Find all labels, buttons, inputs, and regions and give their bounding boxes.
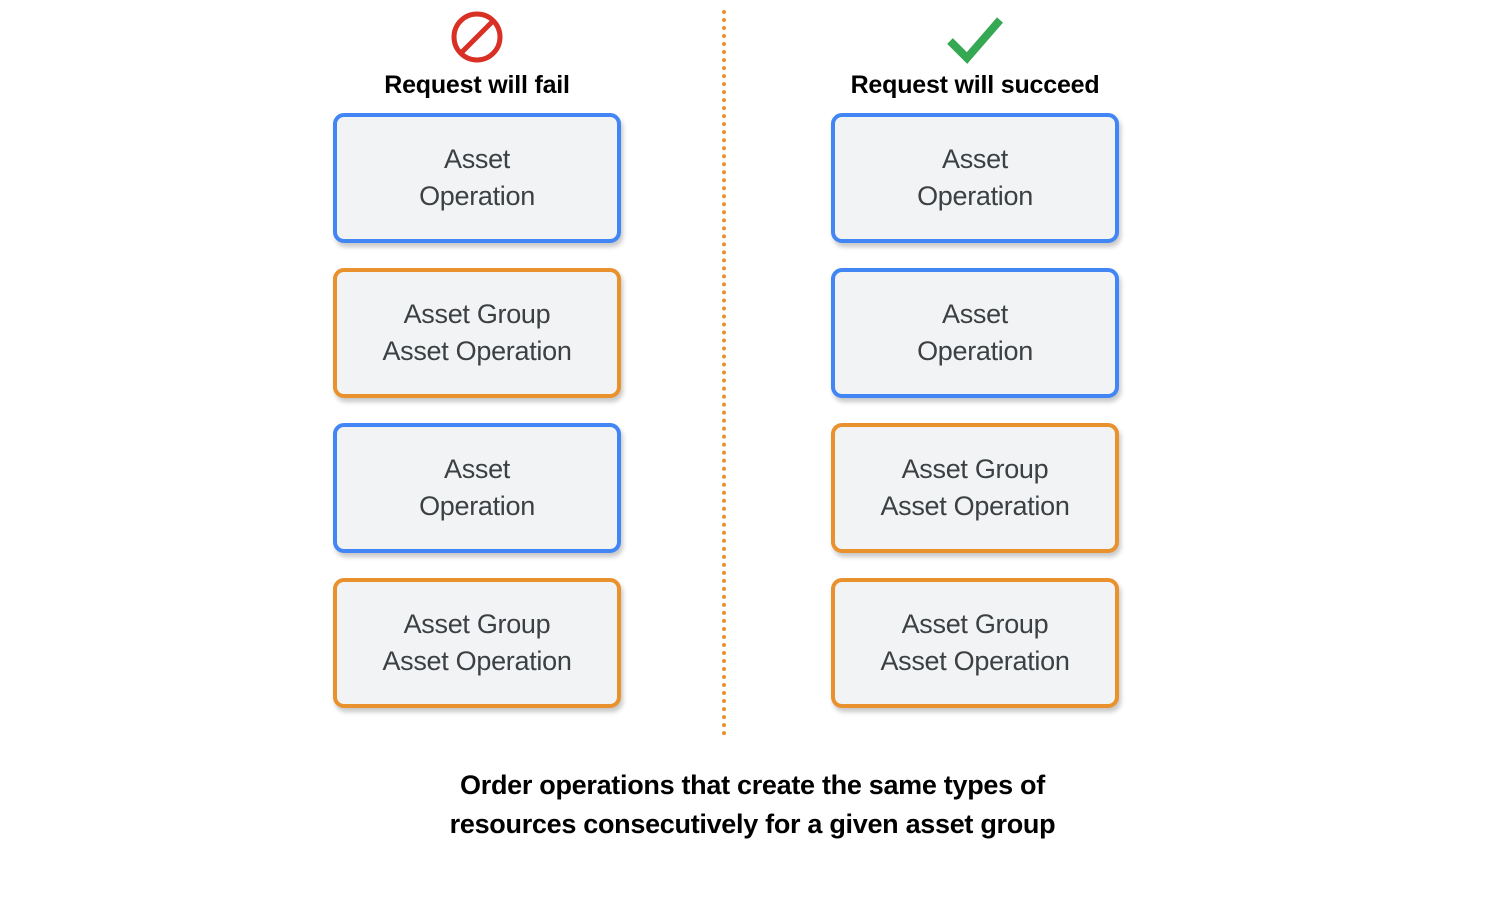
diagram-caption: Order operations that create the same ty… xyxy=(449,770,1056,839)
operation-box[interactable]: Asset Operation xyxy=(333,423,621,553)
column-label-fail: Request will fail xyxy=(384,71,570,99)
column-label-succeed: Request will succeed xyxy=(850,71,1100,99)
operation-box[interactable]: Asset Group Asset Operation xyxy=(333,578,621,708)
operation-box[interactable]: Asset Group Asset Operation xyxy=(831,423,1119,553)
operation-list-fail: Asset Operation Asset Group Asset Operat… xyxy=(333,113,621,733)
operation-box[interactable]: Asset Group Asset Operation xyxy=(333,268,621,398)
checkmark-icon xyxy=(791,8,1159,66)
operation-box-label: Asset Operation xyxy=(917,144,1033,211)
operation-box[interactable]: Asset Operation xyxy=(831,113,1119,243)
operation-box-label: Asset Group Asset Operation xyxy=(382,609,572,676)
operation-box-label: Asset Operation xyxy=(917,299,1033,366)
operation-box-label: Asset Group Asset Operation xyxy=(880,609,1070,676)
operation-box-label: Asset Group Asset Operation xyxy=(880,454,1070,521)
column-header-succeed: Request will succeed xyxy=(791,8,1159,100)
operation-box[interactable]: Asset Operation xyxy=(831,268,1119,398)
operation-box[interactable]: Asset Group Asset Operation xyxy=(831,578,1119,708)
operation-list-succeed: Asset Operation Asset Operation Asset Gr… xyxy=(831,113,1119,733)
operation-box-label: Asset Operation xyxy=(419,454,535,521)
column-header-fail: Request will fail xyxy=(293,8,661,100)
prohibition-icon xyxy=(293,8,661,66)
operation-box-label: Asset Operation xyxy=(419,144,535,211)
dotted-vertical-divider-icon xyxy=(722,10,726,736)
operation-box[interactable]: Asset Operation xyxy=(333,113,621,243)
operation-box-label: Asset Group Asset Operation xyxy=(382,299,572,366)
